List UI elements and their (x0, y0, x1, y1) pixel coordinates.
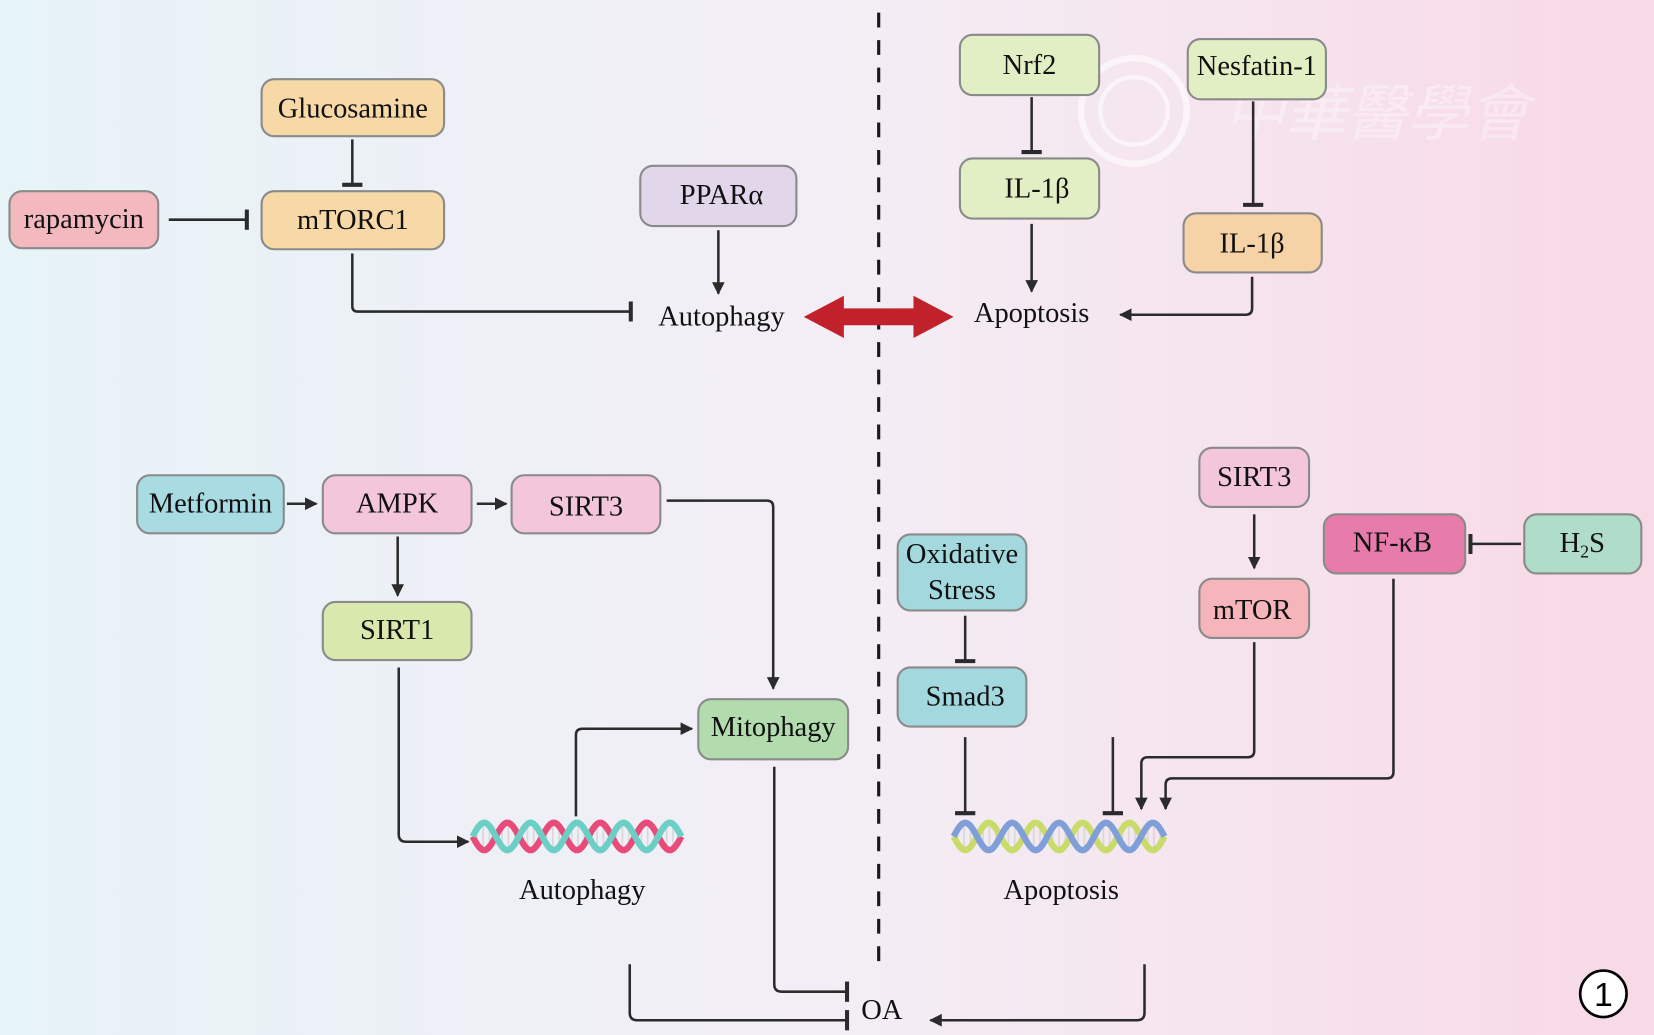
edge-autophagy-oa (628, 964, 850, 1031)
dna-helix-apoptosis-icon (950, 819, 1168, 854)
label-apoptosis-bottom: Apoptosis (1003, 875, 1118, 906)
node-label: AMPK (356, 488, 439, 519)
label-autophagy-top: Autophagy (658, 301, 785, 332)
node-nrf2: Nrf2 (958, 33, 1101, 97)
dna-strand (469, 819, 685, 854)
node-label: rapamycin (24, 204, 144, 235)
node-ampk: AMPK (321, 474, 473, 535)
node-label: Metformin (149, 488, 272, 519)
node-box (958, 33, 1101, 97)
node-box (639, 164, 798, 228)
node-box (1198, 577, 1311, 639)
node-nesfatin-1: Nesfatin-1 (1186, 38, 1327, 101)
node-label: SIRT3 (549, 491, 623, 522)
dna-strand (950, 819, 1168, 854)
node-mitophagy: Mitophagy (697, 698, 850, 761)
edge-mitophagy-oa (772, 766, 850, 1002)
node-ppara: PPARα (639, 164, 798, 228)
edge-mtorc1-autophagy (351, 253, 633, 322)
node-metformin: Metformin (136, 474, 285, 535)
edge-mtor-apoptosis (1135, 642, 1256, 811)
node-label: NF-κB (1353, 527, 1432, 558)
node-box (697, 698, 850, 761)
node-label: PPARα (680, 180, 764, 211)
double-arrow-autophagy-apoptosis (803, 295, 954, 338)
node-box (1186, 38, 1327, 101)
node-sirt3-right: SIRT3 (1198, 446, 1311, 508)
edge-apoptosis-oa (929, 964, 1146, 1027)
node-mtorc1: mTORC1 (260, 190, 446, 251)
node-label: IL-1β (1220, 228, 1285, 259)
node-label: SIRT1 (360, 615, 434, 646)
node-box (1182, 212, 1323, 274)
node-label: Nrf2 (1003, 50, 1057, 81)
edge-nfkb-apoptosis (1159, 578, 1395, 811)
node-box (510, 474, 662, 535)
node-label: Mitophagy (711, 712, 837, 743)
node-box (321, 600, 473, 662)
node-box (1523, 513, 1643, 575)
node-label: Nesfatin-1 (1197, 51, 1317, 82)
edge-sirt1-autophagy (397, 667, 470, 849)
node-box (1322, 513, 1467, 575)
node-label: IL-1β (1004, 174, 1069, 205)
edge-autophagy-mitophagy (574, 722, 694, 817)
node-il1b-a: IL-1β (958, 157, 1101, 220)
node-rapamycin: rapamycin (8, 190, 160, 250)
node-label: mTORC1 (297, 205, 409, 236)
dna-strand (469, 819, 685, 854)
node-label: H2S (1560, 527, 1605, 561)
edge-sirt3-mitophagy (666, 499, 780, 690)
node-label-line2: Stress (928, 575, 996, 606)
panel-number: 1 (1594, 976, 1613, 1014)
watermark-seal-icon (1078, 54, 1190, 167)
node-box (1198, 446, 1311, 508)
label-oa: OA (861, 995, 903, 1026)
node-mtor: mTOR (1198, 577, 1311, 639)
node-label-line1: Oxidative (906, 539, 1018, 570)
node-label: SIRT3 (1217, 462, 1291, 493)
dna-helix-autophagy-icon (469, 819, 685, 854)
node-box (260, 78, 446, 138)
node-label: mTOR (1213, 595, 1292, 626)
edge-il1b-b-apoptosis (1118, 276, 1254, 322)
node-nf-kb: NF-κB (1322, 513, 1467, 575)
label-apoptosis-top: Apoptosis (974, 298, 1089, 329)
node-smad3: Smad3 (896, 666, 1028, 728)
node-box (896, 666, 1028, 728)
node-box (260, 190, 446, 251)
dna-strand (950, 819, 1168, 854)
node-oxidative-stress: Oxidative Stress (896, 533, 1028, 612)
node-label: Smad3 (926, 682, 1005, 713)
panel-number-badge: 1 (1578, 969, 1628, 1019)
node-label: Glucosamine (278, 93, 428, 124)
node-sirt3-left: SIRT3 (510, 474, 662, 535)
node-box (8, 190, 160, 250)
node-glucosamine: Glucosamine (260, 78, 446, 138)
node-box (896, 533, 1028, 612)
node-h2s: H2S (1523, 513, 1643, 575)
node-box (958, 157, 1101, 220)
node-sirt1: SIRT1 (321, 600, 473, 662)
node-il1b-b: IL-1β (1182, 212, 1323, 274)
node-box (136, 474, 285, 535)
label-autophagy-bottom: Autophagy (519, 875, 646, 906)
node-box (321, 474, 473, 535)
